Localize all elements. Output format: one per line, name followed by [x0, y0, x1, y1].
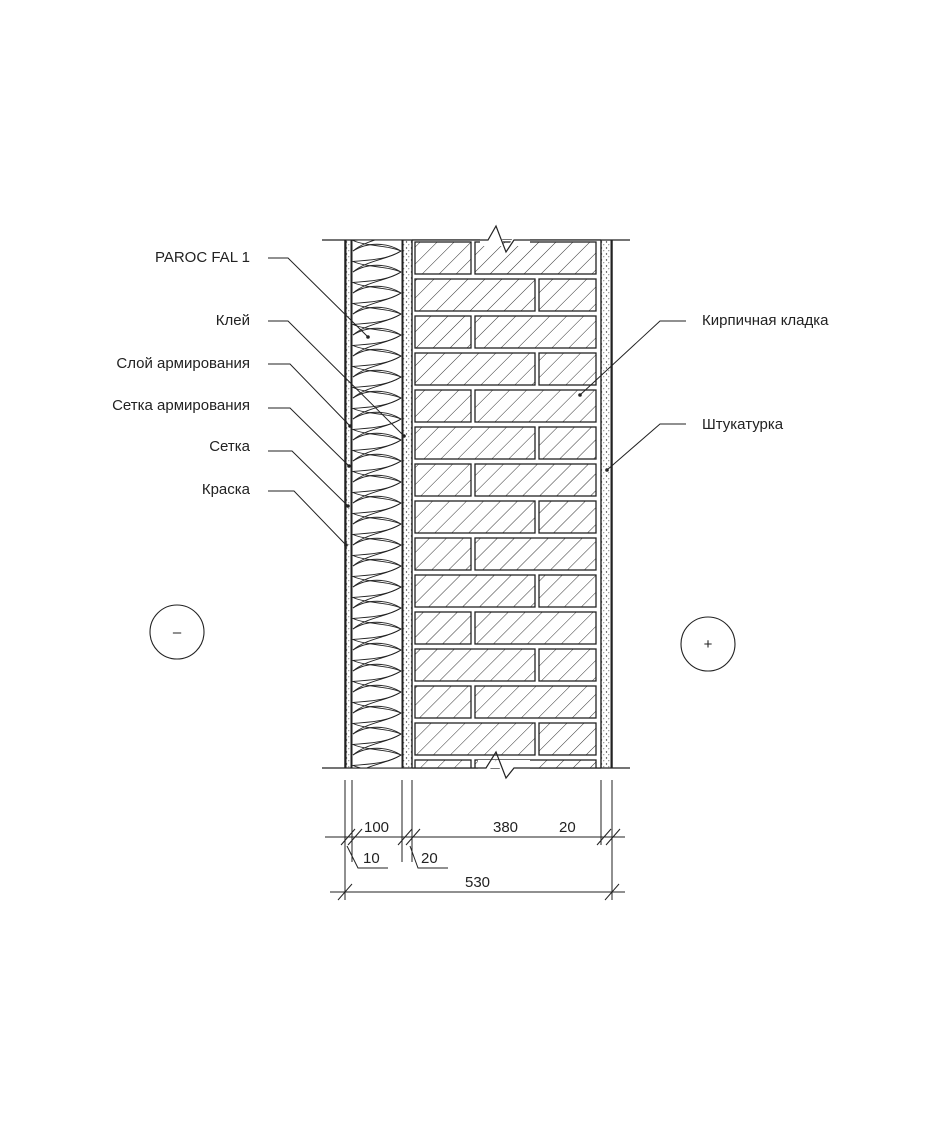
brick — [474, 241, 597, 275]
label-adhesive: Клей — [216, 312, 250, 329]
label-brick-masonry: Кирпичная кладка — [702, 312, 829, 329]
label-mesh: Сетка — [209, 438, 250, 455]
brick — [414, 500, 536, 534]
adhesive-layer — [402, 239, 413, 769]
wool-fiber — [351, 355, 402, 378]
brick — [474, 685, 597, 719]
wool-fiber — [351, 481, 402, 504]
svg-text:–: – — [173, 624, 182, 641]
brick — [538, 426, 597, 460]
brick — [414, 685, 472, 719]
brick — [538, 500, 597, 534]
wool-fiber — [351, 334, 402, 357]
wool-fiber — [351, 502, 402, 525]
wool-fiber — [351, 292, 402, 315]
brick — [414, 463, 472, 497]
wool-fiber — [351, 607, 402, 630]
wool-fiber — [351, 544, 402, 567]
brick — [414, 537, 472, 571]
brick — [474, 315, 597, 349]
wool-fiber — [351, 376, 402, 399]
brick — [414, 389, 472, 423]
wool-fiber — [351, 712, 402, 735]
wool-fiber — [351, 670, 402, 693]
brick — [414, 241, 472, 275]
dim-adhesive: 20 — [421, 850, 438, 867]
label-reinforcement-mesh: Сетка армирования — [112, 397, 250, 414]
wool-fiber — [351, 418, 402, 441]
dim-render: 10 — [363, 850, 380, 867]
label-paint: Краска — [202, 481, 251, 498]
wool-fiber — [351, 754, 402, 768]
wool-fiber — [351, 460, 402, 483]
dimension-values: 100 380 20 10 20 530 — [363, 819, 576, 891]
brick — [538, 722, 597, 756]
brick — [414, 278, 536, 312]
wool-fiber — [353, 769, 401, 797]
brick — [538, 278, 597, 312]
dim-insulation: 100 — [364, 819, 389, 836]
right-labels: Кирпичная кладка Штукатурка — [578, 312, 829, 472]
wool-fiber — [353, 776, 401, 797]
wool-fiber — [351, 271, 402, 294]
wool-fiber — [351, 691, 402, 714]
wool-fiber — [351, 439, 402, 462]
wool-fiber — [351, 397, 402, 420]
brick — [538, 648, 597, 682]
inside-sign: + — [680, 616, 736, 672]
plaster-layer — [600, 239, 613, 769]
brick — [474, 759, 597, 768]
break-symbol-top — [412, 224, 601, 254]
wool-fiber — [351, 733, 402, 756]
brick — [474, 389, 597, 423]
wool-fiber — [352, 240, 377, 252]
wool-fiber — [351, 250, 402, 273]
label-reinforcement-layer: Слой армирования — [116, 355, 250, 372]
wool-fiber — [351, 649, 402, 672]
outside-sign: – — [149, 604, 205, 660]
brick — [538, 352, 597, 386]
brick — [414, 648, 536, 682]
left-labels: PAROC FAL 1 Клей Слой армирования Сетка … — [112, 249, 406, 547]
brick — [474, 537, 597, 571]
wool-fiber — [351, 523, 402, 546]
dim-plaster: 20 — [559, 819, 576, 836]
wool-fiber — [351, 313, 402, 336]
wool-fiber — [351, 586, 402, 609]
brick — [414, 759, 472, 768]
brick — [414, 611, 472, 645]
brick — [414, 352, 536, 386]
brick — [414, 722, 536, 756]
brick — [474, 611, 597, 645]
label-paroc-fal: PAROC FAL 1 — [155, 249, 250, 266]
dimension-lines — [325, 780, 625, 901]
wool-fiber — [351, 240, 402, 252]
break-symbol-bottom — [412, 750, 601, 782]
wool-fiber — [351, 565, 402, 588]
label-plaster: Штукатурка — [702, 416, 784, 433]
insulation-layer — [351, 240, 403, 797]
brick — [414, 315, 472, 349]
brick — [538, 574, 597, 608]
wool-fiber — [351, 628, 402, 651]
brick — [414, 426, 536, 460]
brick — [414, 574, 536, 608]
dim-total: 530 — [465, 874, 490, 891]
svg-text:+: + — [704, 636, 713, 653]
brick — [474, 463, 597, 497]
dim-masonry: 380 — [493, 819, 518, 836]
brick-masonry — [411, 240, 602, 768]
